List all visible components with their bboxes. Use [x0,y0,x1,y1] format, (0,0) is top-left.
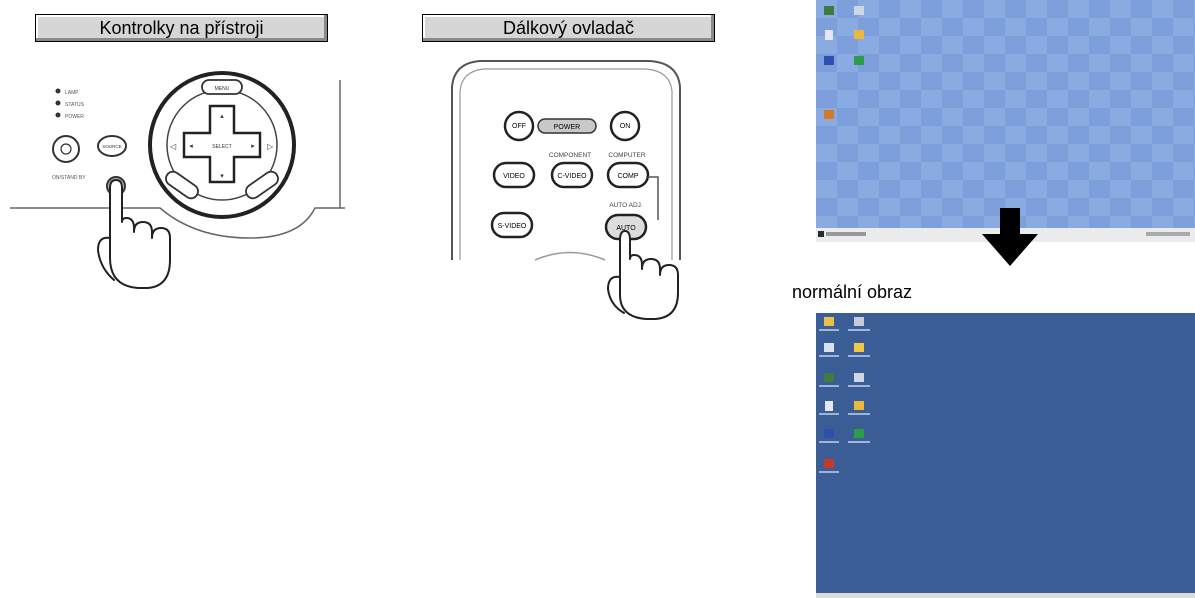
down-arrow-icon [982,208,1038,266]
indicator-power: POWER [55,112,84,120]
normal-image-caption: normální obraz [792,282,913,302]
desktop-icons [819,317,870,473]
power-icon [60,143,72,155]
auto-adj-caption: AUTO ADJ. [609,202,643,209]
computer-caption: COMPUTER [608,152,646,159]
s-video-button[interactable] [490,211,534,239]
pressing-hand-icon [97,179,171,289]
component-caption: COMPONENT [549,152,591,159]
exit-button[interactable] [243,169,281,201]
desktop-tiled-image [816,0,1195,242]
device-indicators-label: Kontrolky na přístroji [35,14,328,42]
select-left-icon: ◂ [189,143,193,150]
on-button-label: ON [620,123,631,130]
power-button[interactable] [52,135,80,163]
volume-up-icon: ▷ [267,142,274,151]
off-button-label: OFF [512,123,526,130]
indicator-status-label: STATUS [65,102,85,108]
pressing-hand-icon [607,230,679,320]
select-label: SELECT [212,144,231,150]
desktop-screenshot-tiled [816,0,1195,242]
c-video-button[interactable] [550,161,594,189]
indicator-lamp-label: LAMP [65,90,79,96]
select-right-icon: ▸ [251,143,255,150]
indicator-power-label: POWER [65,114,84,120]
power-caption: ON/STAND BY [52,175,86,181]
power-bar-label: POWER [554,124,580,131]
auto-button-label: AUTO [616,225,636,232]
video-button[interactable] [492,161,536,189]
select-cross-button[interactable] [182,104,262,184]
on-button[interactable] [609,110,641,142]
off-button[interactable] [503,110,535,142]
desktop-normal-image [816,313,1195,598]
menu-button[interactable] [201,79,243,95]
enter-button[interactable] [163,169,201,201]
source-button[interactable] [97,135,127,157]
indicator-status: STATUS [55,100,85,108]
comp-button[interactable] [606,161,650,189]
indicator-lamp: LAMP [55,88,79,96]
remote-control-label: Dálkový ovladač [422,14,715,42]
video-button-label: VIDEO [503,173,525,180]
remote-control-illustration: OFF POWER ON COMPONENT COMPUTER VIDEO C-… [451,60,681,320]
desktop-screenshot-normal [816,313,1195,598]
source-button-label: SOURCE [102,144,121,149]
comp-button-label: COMP [618,173,639,180]
menu-button-label: MENU [215,86,230,92]
desktop-icons [824,6,864,119]
projector-panel-illustration: LAMP STATUS POWER ON/STAND BY SOURCE MEN… [10,71,345,289]
volume-down-icon: ◁ [170,142,177,151]
s-video-button-label: S-VIDEO [498,223,527,230]
select-down-icon: ▾ [220,173,224,180]
c-video-button-label: C-VIDEO [557,173,587,180]
select-up-icon: ▴ [220,113,224,120]
power-bar [537,118,597,134]
